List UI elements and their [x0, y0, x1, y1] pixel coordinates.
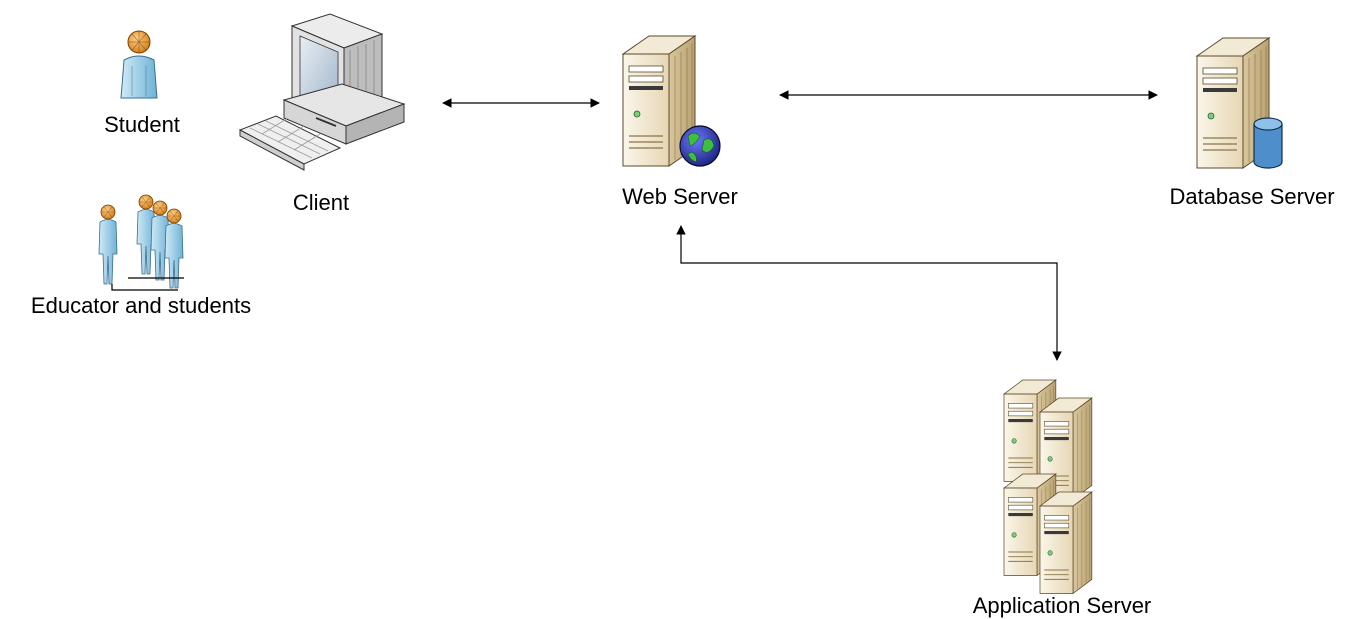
- connector-webserver-appserver: [676, 225, 1062, 361]
- database-cylinder-icon: [1253, 117, 1283, 169]
- educator-and-students-label: Educator and students: [31, 293, 251, 318]
- student-label: Student: [104, 112, 180, 137]
- client-computer-icon: [238, 13, 406, 171]
- database-server-label: Database Server: [1169, 184, 1334, 209]
- application-server-icon: [1003, 379, 1093, 594]
- client-label: Client: [293, 190, 349, 215]
- database-server-icon: [1196, 37, 1283, 169]
- student-icon: [120, 30, 158, 99]
- application-server-label: Application Server: [973, 593, 1152, 618]
- educator-and-students-icon: [98, 194, 184, 291]
- web-server-icon: [622, 35, 721, 167]
- web-server-label: Web Server: [622, 184, 738, 209]
- globe-icon: [679, 125, 721, 167]
